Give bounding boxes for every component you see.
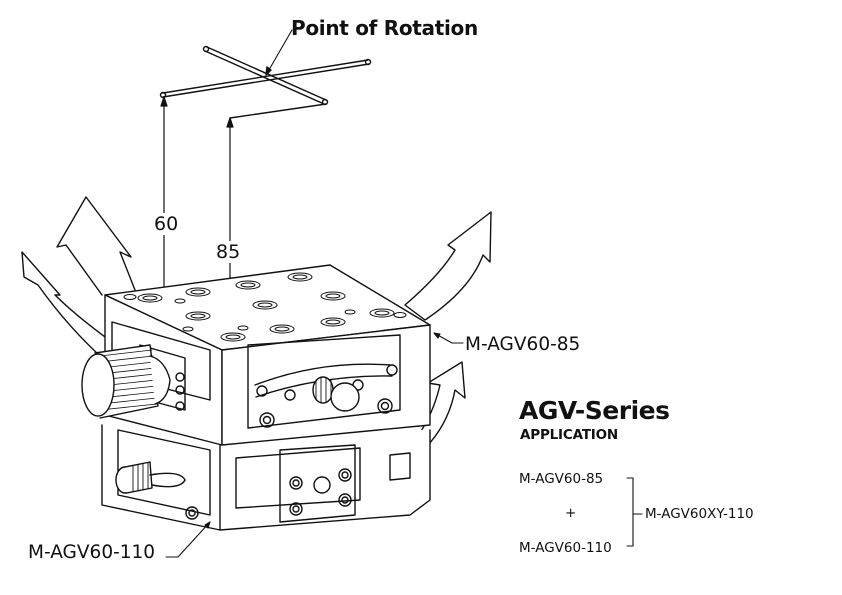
upper-stage	[81, 264, 431, 446]
rotation-arrow-right-upper	[404, 211, 492, 321]
upper-stage-label: M-AGV60-85	[465, 334, 581, 355]
legend-plus: +	[565, 505, 577, 521]
rotation-arrow-left-upper	[56, 196, 136, 296]
series-title: AGV-Series	[519, 396, 670, 425]
legend-component-1: M-AGV60-85	[519, 471, 604, 487]
leader-lines	[165, 332, 464, 558]
lower-stage	[101, 424, 431, 531]
series-subtitle: APPLICATION	[520, 427, 618, 443]
rotation-axis-rods	[159, 29, 372, 119]
legend-bracket	[626, 477, 643, 547]
dimension-60-label: 60	[152, 213, 181, 235]
dimension-85-label: 85	[214, 241, 243, 263]
lower-stage-label: M-AGV60-110	[28, 542, 156, 563]
point-of-rotation-label: Point of Rotation	[291, 16, 478, 40]
legend-result: M-AGV60XY-110	[645, 506, 754, 522]
legend-component-2: M-AGV60-110	[519, 540, 612, 556]
